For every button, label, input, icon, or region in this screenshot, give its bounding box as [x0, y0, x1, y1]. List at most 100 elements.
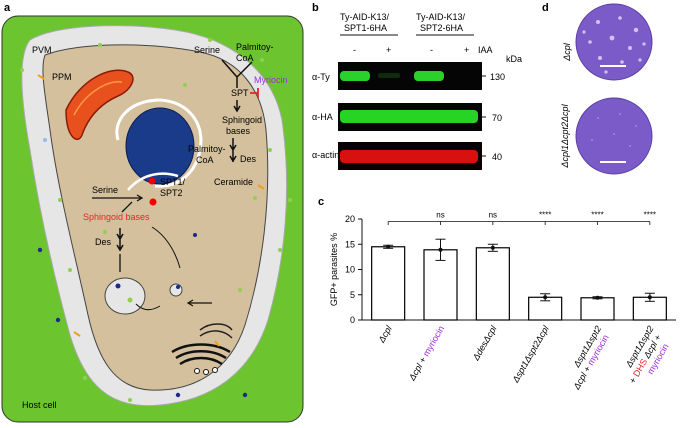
er-organelle: [65, 69, 134, 140]
data-point: [490, 245, 495, 250]
x-tick-label: Δcpl + myriocin: [406, 324, 446, 383]
to-sphingoid-arrow: [121, 201, 133, 213]
nuclear-envelope: [115, 98, 203, 188]
er-inner-line: [73, 81, 123, 116]
des-top-label: Des: [240, 154, 257, 164]
spt12-line2: SPT2: [160, 188, 183, 198]
host-cell-label: Host cell: [22, 400, 57, 410]
significance-label: ns: [489, 210, 497, 219]
blot-row-label-actin: α-actin: [312, 150, 339, 160]
y-axis-label: GFP+ parasites %: [329, 233, 339, 306]
x-tick-label: Δspt1Δspt2Δcpl + myriocin: [561, 324, 612, 392]
pvm-label: PVM: [32, 45, 52, 55]
lane3-sign: -: [430, 45, 433, 55]
serine-top-label: Serine: [194, 45, 220, 55]
panel-label-d: d: [542, 2, 549, 14]
y-tick-label: 5: [350, 290, 355, 300]
band-ty-lane2-faint: [378, 73, 400, 78]
spt12-line1: SPT1/: [160, 177, 186, 187]
panel-label-b: b: [312, 2, 319, 14]
sphingoid-top-line2: bases: [226, 126, 251, 136]
palmitoyl-coa-inner-label: Palmitoy-CoA: [188, 144, 226, 165]
blot-row-label-ha: α-HA: [312, 112, 333, 122]
serine-arrow: [92, 194, 144, 202]
bar: [580, 297, 615, 321]
blot-row-label-ty: α-Ty: [312, 72, 330, 82]
data-point: [438, 247, 443, 252]
plaques-2: [591, 113, 637, 147]
myriocin-label: Myriocin: [254, 75, 288, 85]
data-point: [386, 244, 391, 249]
des-inner-label: Des: [95, 237, 112, 247]
iaa-label: IAA: [478, 45, 493, 55]
palmitoyl-coa-inner-line1: Palmitoy-: [188, 144, 226, 154]
lane2-sign: +: [386, 45, 391, 55]
y-tick-label: 20: [345, 214, 355, 224]
spt-complex-dot: [148, 177, 156, 185]
panel-label-c: c: [318, 196, 324, 208]
kda-label: kDa: [506, 54, 522, 64]
vesicle-large: [104, 277, 146, 315]
bar: [423, 249, 458, 321]
band-actin: [340, 150, 478, 163]
sphingoid-top-line1: Sphingoid: [222, 115, 262, 125]
band-ty-lane3: [414, 71, 444, 81]
er-membrane-lower: [127, 172, 179, 191]
y-tick-label: 10: [345, 265, 355, 275]
lane4-sign: +: [464, 45, 469, 55]
plate-label-1: Δcpl: [562, 42, 572, 62]
spt-label: SPT: [231, 88, 249, 98]
parasite-body: [42, 44, 269, 391]
palmitoyl-coa-top-label: Palmitoy-CoA: [236, 42, 274, 63]
x-tick-label: Δspt1Δspt2+ DHS Δcpl +myriocin: [618, 324, 675, 391]
ceramide-label: Ceramide: [214, 177, 253, 187]
curved-arrow: [135, 303, 161, 311]
plaques-1: [582, 16, 646, 74]
palmitoyl-coa-top-line2: CoA: [236, 53, 254, 63]
nucleus: [125, 107, 195, 185]
significance-label: ns: [436, 210, 444, 219]
blot-col1-header: Ty-AID-K13/SPT1-6HA: [340, 12, 390, 33]
golgi-inner: [199, 323, 233, 339]
orange-marks: [37, 74, 265, 347]
significance-label: ****: [644, 210, 656, 219]
vesicle-small: [169, 283, 183, 297]
y-tick-label: 15: [345, 239, 355, 249]
significance-label: ****: [539, 210, 551, 219]
to-pm-arrow: [151, 226, 181, 269]
arrow-to-sphingoid-top: [233, 100, 241, 113]
sphingoid-bases-inner-label: Sphingoid bases: [83, 212, 150, 222]
kda-40: 40: [492, 152, 502, 162]
blot-col2-header: Ty-AID-K13/SPT2-6HA: [416, 12, 466, 33]
inhibition-mark: [250, 88, 259, 98]
x-tick-label: Δspt1Δspt2Δcpl: [510, 323, 551, 385]
band-ha: [340, 110, 478, 123]
kda-70: 70: [492, 113, 502, 123]
significance-label: ****: [591, 210, 603, 219]
plaque-plate-1: [575, 3, 653, 81]
lipid-dots: [20, 38, 292, 402]
palmitoyl-coa-inner-line2: CoA: [196, 155, 214, 165]
data-point: [647, 295, 652, 300]
plaque-plate-2: [575, 97, 653, 175]
serine-inner-label: Serine: [92, 185, 118, 195]
band-ty-lane1: [340, 71, 370, 81]
uptake-arrow: [186, 299, 212, 307]
bar: [475, 247, 510, 321]
lane1-sign: -: [353, 45, 356, 55]
des-arrow-top: [229, 138, 237, 163]
spt-complex-dot: [149, 198, 157, 206]
des-arrow-inner: [116, 228, 124, 252]
spt-merge-arrow: [221, 59, 253, 88]
spt12-label: SPT1/SPT2: [160, 177, 186, 198]
panel-label-a: a: [4, 2, 11, 14]
plate-label-2: Δcpl1Δcpt2Δcpl: [560, 103, 570, 168]
ppm-label: PPM: [52, 72, 72, 82]
palmitoyl-coa-top-line1: Palmitoy-: [236, 42, 274, 52]
y-tick-label: 0: [350, 315, 355, 325]
x-tick-label: ΔdesΔcpl: [470, 323, 499, 363]
x-tick-label: Δcpl: [376, 323, 394, 345]
data-point: [543, 295, 548, 300]
